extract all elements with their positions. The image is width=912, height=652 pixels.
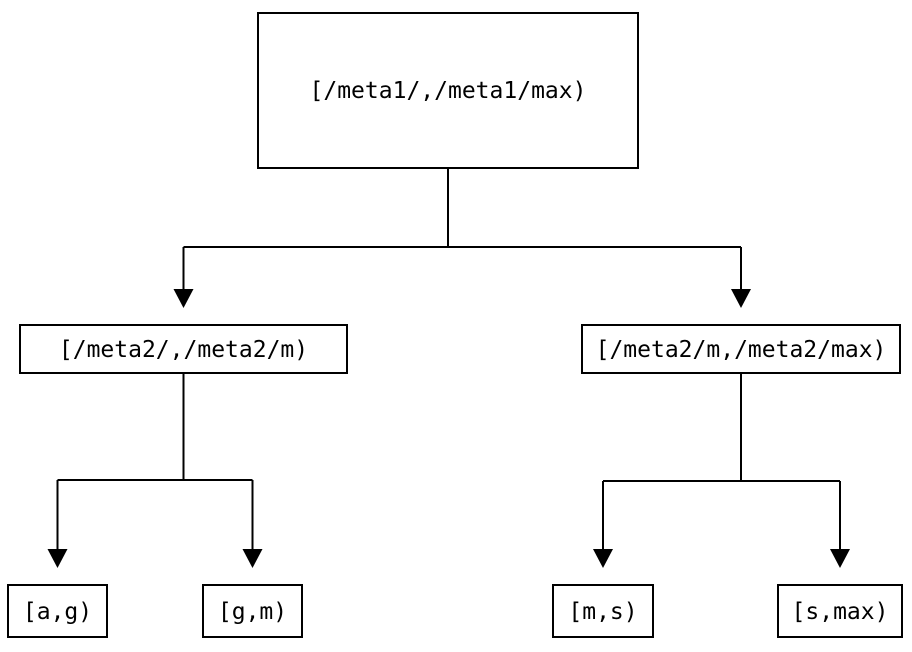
node-root: [/meta1/,/meta1/max) xyxy=(257,12,639,169)
edge-right-to-leaves xyxy=(593,373,850,568)
arrowhead-down-icon xyxy=(731,289,751,308)
node-root-label: [/meta1/,/meta1/max) xyxy=(310,78,587,104)
edge-line xyxy=(182,168,742,289)
node-leaf-ms-label: [m,s) xyxy=(568,599,637,625)
arrowhead-down-icon xyxy=(47,549,68,568)
arrowhead-down-icon xyxy=(593,549,613,568)
edge-line xyxy=(602,373,841,549)
node-level1-left-box xyxy=(19,324,348,374)
edge-line xyxy=(56,373,254,549)
node-level1-right-label: [/meta2/m,/meta2/max) xyxy=(596,337,887,363)
arrowhead-down-icon xyxy=(173,289,194,308)
node-leaf-gm: [g,m) xyxy=(202,584,303,638)
node-leaf-gm-label: [g,m) xyxy=(218,599,287,625)
edge-left-to-leaves xyxy=(47,373,263,568)
node-leaf-ag-box xyxy=(7,584,108,638)
node-leaf-gm-box xyxy=(202,584,303,638)
arrowhead-down-icon xyxy=(242,549,263,568)
node-leaf-ms-box xyxy=(552,584,654,638)
node-level1-right: [/meta2/m,/meta2/max) xyxy=(581,324,901,374)
node-level1-left: [/meta2/,/meta2/m) xyxy=(19,324,348,374)
node-leaf-smax-box xyxy=(777,584,903,638)
node-root-box xyxy=(257,12,639,169)
node-level1-right-box xyxy=(581,324,901,374)
node-leaf-ag: [a,g) xyxy=(7,584,108,638)
node-leaf-ms: [m,s) xyxy=(552,584,654,638)
node-leaf-smax-label: [s,max) xyxy=(792,599,889,625)
node-leaf-ag-label: [a,g) xyxy=(23,599,92,625)
node-level1-left-label: [/meta2/,/meta2/m) xyxy=(59,337,308,363)
edge-root-to-children xyxy=(173,168,751,308)
node-leaf-smax: [s,max) xyxy=(777,584,903,638)
arrowhead-down-icon xyxy=(830,549,850,568)
